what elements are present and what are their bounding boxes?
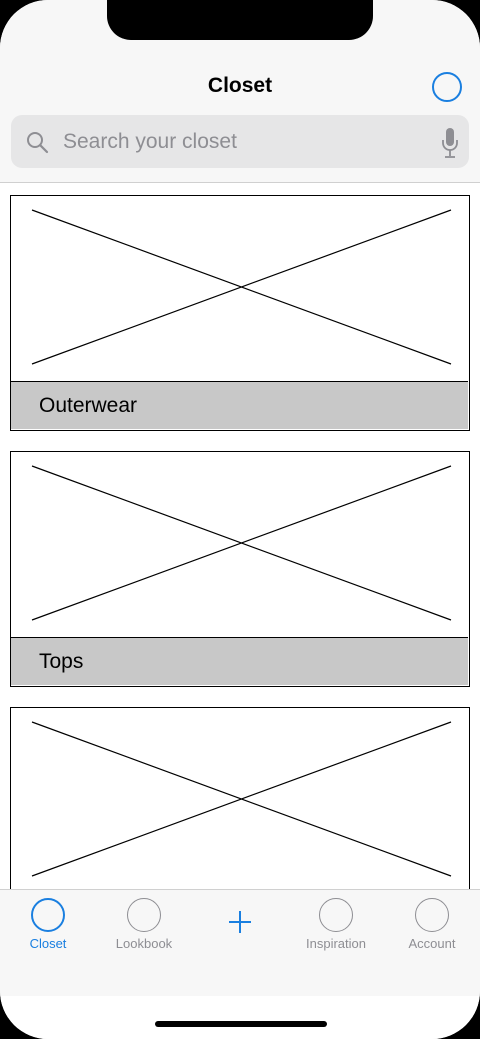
- account-tab-icon: [415, 898, 449, 932]
- page-title: Closet: [207, 74, 273, 97]
- tab-account[interactable]: Account: [384, 890, 480, 970]
- home-area: [0, 996, 480, 1039]
- tab-lookbook[interactable]: Lookbook: [96, 890, 192, 970]
- category-label: Outerwear: [11, 381, 468, 429]
- category-label: Tops: [11, 637, 468, 685]
- home-indicator[interactable]: [155, 1021, 327, 1027]
- tab-label: Inspiration: [306, 936, 366, 951]
- profile-circle-icon[interactable]: [432, 72, 462, 102]
- tab-label: Lookbook: [115, 936, 173, 951]
- image-placeholder: [31, 721, 452, 877]
- tab-label: Account: [408, 936, 456, 951]
- plus-icon[interactable]: [228, 910, 252, 934]
- category-card-outerwear[interactable]: Outerwear: [10, 195, 470, 431]
- lookbook-tab-icon: [127, 898, 161, 932]
- category-list[interactable]: Outerwear Tops: [0, 184, 480, 889]
- mic-icon[interactable]: [441, 127, 459, 159]
- closet-tab-icon: [31, 898, 65, 932]
- tab-label: Closet: [29, 936, 67, 951]
- search-bar[interactable]: [11, 115, 469, 168]
- category-card[interactable]: [10, 707, 470, 889]
- category-card-tops[interactable]: Tops: [10, 451, 470, 687]
- tab-inspiration[interactable]: Inspiration: [288, 890, 384, 970]
- image-placeholder: [31, 209, 452, 365]
- inspiration-tab-icon: [319, 898, 353, 932]
- tab-bar: Closet Lookbook Inspiration Account: [0, 889, 480, 996]
- tab-closet[interactable]: Closet: [0, 890, 96, 970]
- image-placeholder: [31, 465, 452, 621]
- search-input[interactable]: [61, 115, 431, 168]
- device-notch: [107, 0, 373, 40]
- search-icon: [27, 132, 49, 154]
